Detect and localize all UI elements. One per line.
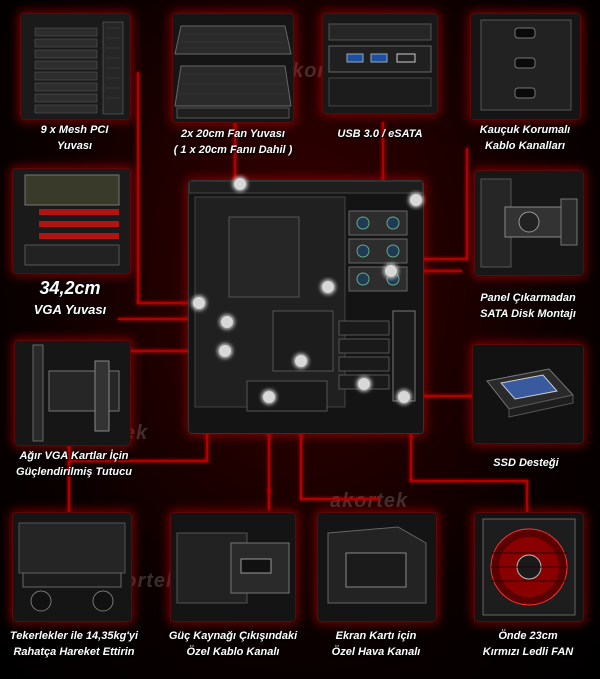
top-fan-image: [172, 13, 294, 123]
cable-channel-image: [470, 13, 581, 120]
fan20-caption: 2x 20cm Fan Yuvası( 1 x 20cm Fanıı Dahil…: [173, 128, 293, 156]
case-interior-image: [188, 180, 424, 434]
usb-panel-image: [322, 13, 438, 114]
watermark: akortek: [330, 490, 409, 512]
ssd-image: [472, 344, 584, 444]
vga-holder-image: [14, 340, 131, 446]
gpu-air-image: [317, 512, 437, 622]
vga-slot-image: [12, 168, 131, 274]
usb-caption: USB 3.0 / eSATA: [337, 128, 423, 140]
hdd-tray-image: [474, 170, 584, 276]
psu-channel-image: [170, 512, 296, 622]
vga-length-caption: 34,2cm VGA Yuvası: [33, 278, 107, 317]
pci-slots-image: [20, 13, 131, 120]
front-fan-image: [474, 512, 584, 622]
wheels-image: [12, 512, 132, 622]
ssd-caption: SSD Desteği: [493, 457, 559, 469]
